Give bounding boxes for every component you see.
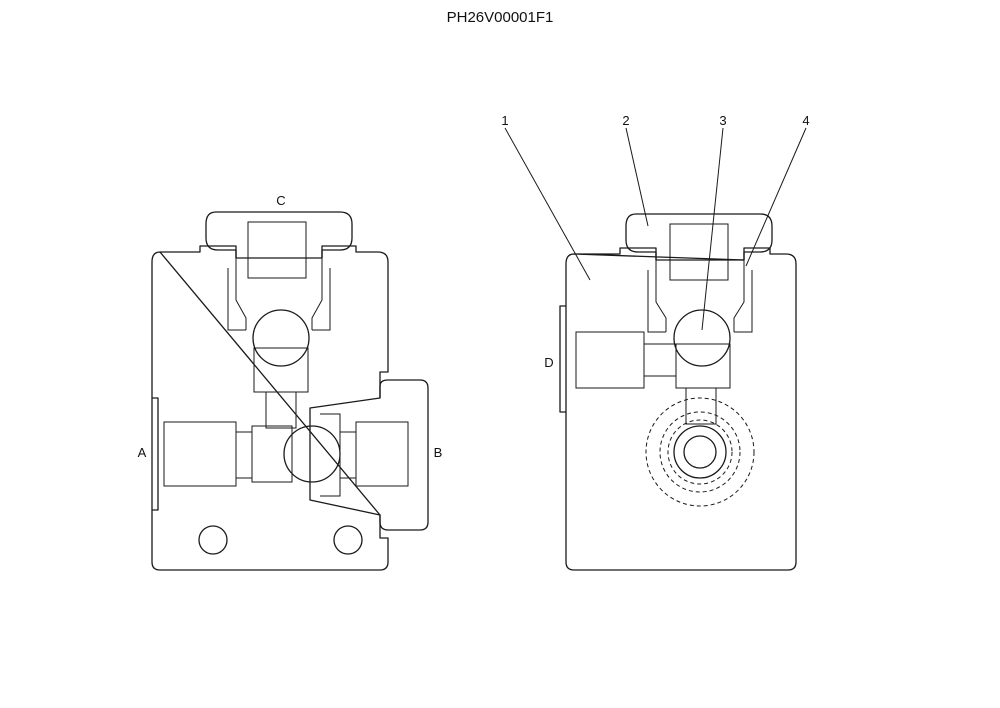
right-top-bore [669,223,729,281]
drawing-code: PH26V00001F1 [447,9,554,26]
bottom-port-ring [673,425,727,479]
port-b-fitting [309,379,429,531]
port-c-fitting [205,211,353,259]
dashed-ring-outer [645,397,755,507]
port-b-bore [355,421,409,487]
callout-leader-3 [701,127,724,331]
callout-3: 3 [719,113,726,128]
mounting-hole-left [198,525,228,555]
port-label-c: C [276,193,285,208]
port-label-d: D [544,355,553,370]
right-valve-body [565,247,797,571]
dashed-ring-inner [667,419,733,485]
callout-1: 1 [501,113,508,128]
vertical-passage [265,391,297,429]
port-a-flange [152,397,159,511]
port-a-bore [163,421,237,487]
callout-leader-4 [745,127,807,267]
horizontal-passage [251,425,293,483]
right-top-fitting [625,213,773,261]
bottom-passage [685,387,717,425]
right-ball-check [673,309,731,367]
port-d-flange [559,305,566,413]
callout-leader-2 [625,127,649,227]
upper-passage [253,347,309,393]
mounting-hole-right [333,525,363,555]
port-d-bore [575,331,645,389]
callout-2: 2 [622,113,629,128]
left-valve-view: C A B [138,193,443,571]
port-c-bore [247,221,307,279]
bottom-port-hole [683,435,717,469]
ball-check-upper [252,309,310,367]
dashed-ring-mid [659,411,741,493]
callout-4: 4 [802,113,809,128]
left-valve-body [151,245,389,571]
right-valve-view: D 1 2 3 4 [501,113,810,571]
port-label-b: B [434,445,443,460]
callout-leader-1 [504,127,591,281]
port-label-a: A [138,445,147,460]
